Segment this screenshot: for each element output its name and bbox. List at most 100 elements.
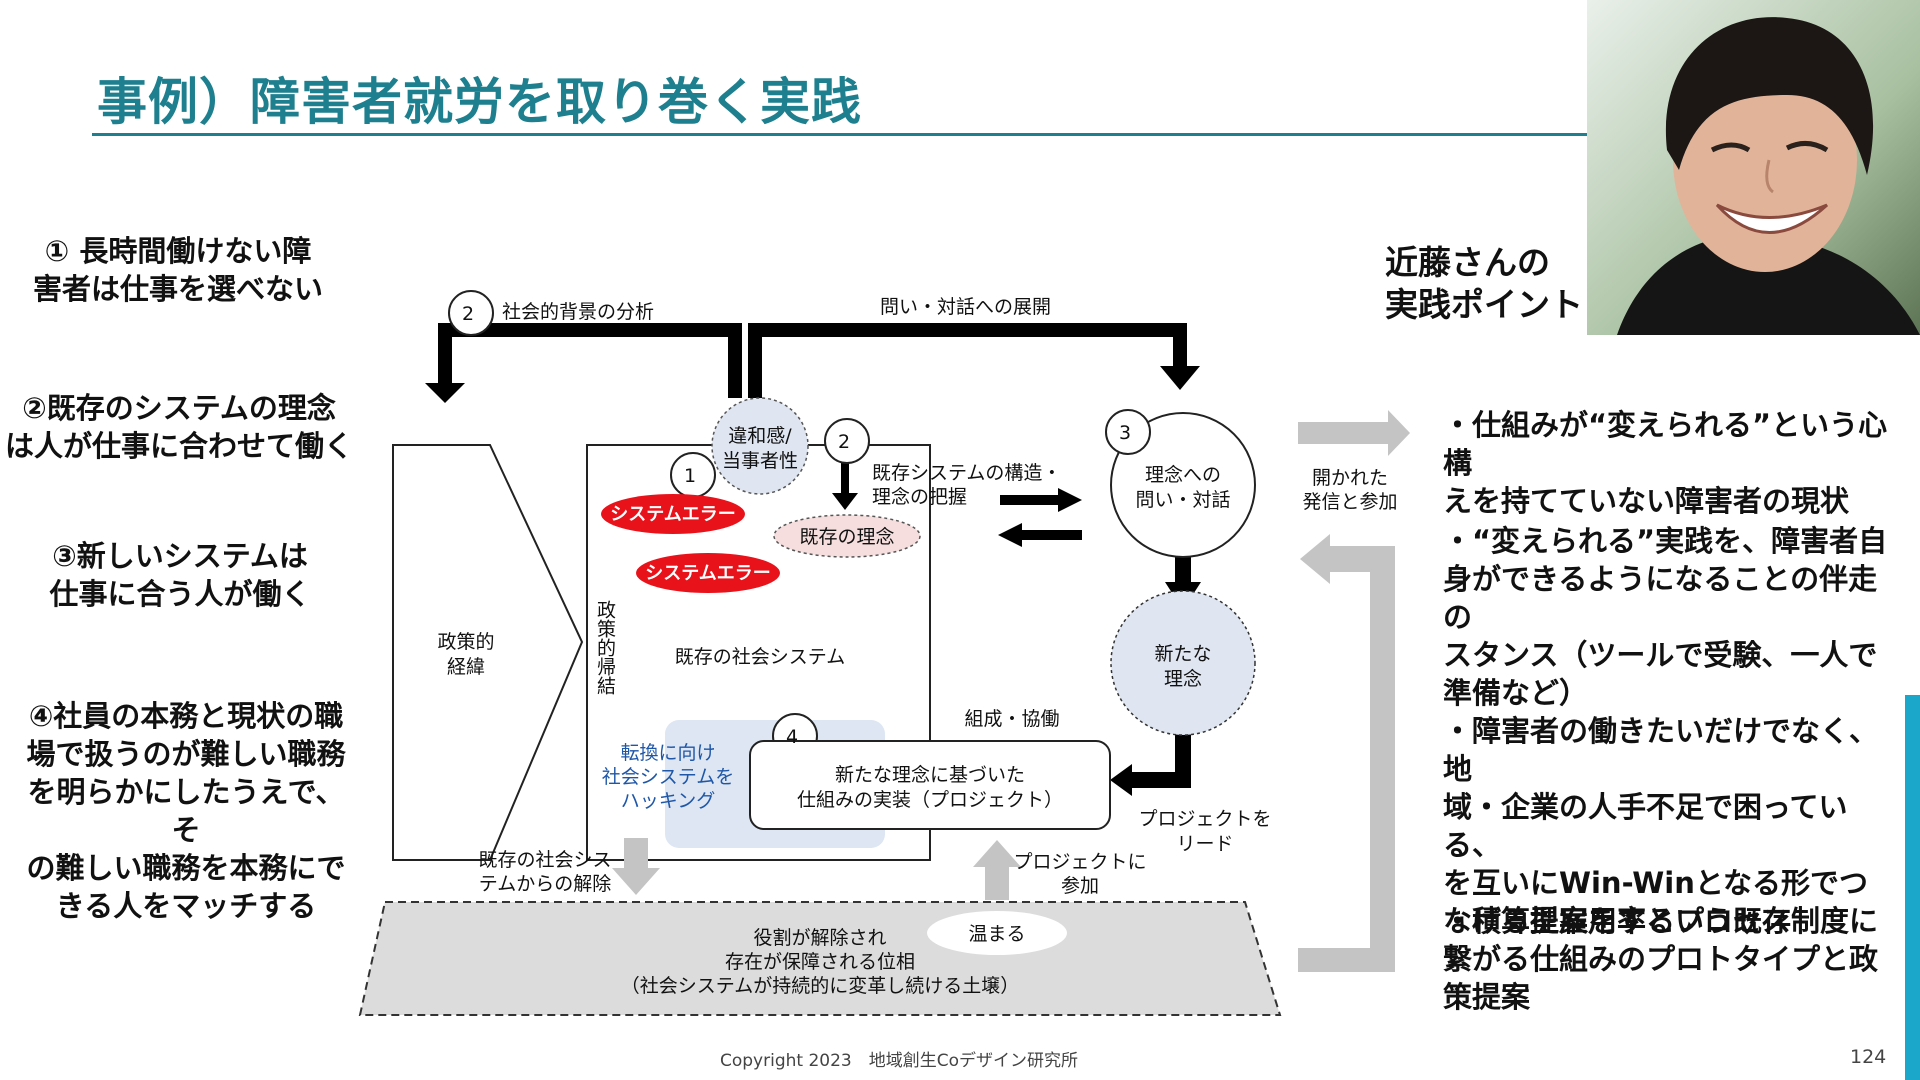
existing-social-system-label: 既存の社会システム bbox=[675, 646, 845, 668]
practice-point-line: ・“変えられる”実践を、障害者自 bbox=[1443, 524, 1888, 558]
policy-history-shape bbox=[392, 444, 584, 861]
page-title: 事例）障害者就労を取り巻く実践 bbox=[97, 73, 862, 131]
release-arrow bbox=[612, 838, 660, 895]
discomfort-label: 当事者性 bbox=[722, 450, 798, 472]
policy-history-label: 政策的 bbox=[437, 631, 494, 653]
practice-point-line: 策提案 bbox=[1443, 980, 1531, 1014]
practice-diagram: 2 1 2 3 4 社会的背景の分析 問い・対話への展開 違和感/ 当事者性 既… bbox=[358, 290, 1410, 1016]
structure-grasp-label: 既存システムの構造・ bbox=[872, 462, 1061, 484]
practice-point-line: なげる提案をするプロセス bbox=[1443, 904, 1792, 938]
left-point-4-line: を明らかにしたうえで、そ bbox=[27, 775, 345, 847]
social-background-label: 社会的背景の分析 bbox=[502, 301, 654, 323]
exchange-arrowhead-right bbox=[1058, 488, 1082, 512]
open-participation-label: 開かれた bbox=[1312, 467, 1388, 489]
practice-point-4: ・積算型雇用率という既存制度に 繋がる仕組みのプロトタイプと政 策提案 bbox=[1443, 902, 1903, 1016]
question-dialogue-circle bbox=[1110, 412, 1256, 558]
speaker-photo bbox=[1587, 0, 1920, 335]
social-background-arrowhead bbox=[425, 383, 465, 403]
practice-point-line: ・障害者の働きたいだけでなく、地 bbox=[1443, 714, 1879, 786]
number-badge bbox=[448, 290, 494, 336]
left-point-2-line: は人が仕事に合わせて働く bbox=[4, 429, 353, 463]
hacking-label: 転換に向け bbox=[620, 742, 715, 764]
practice-point-line: ・積算型雇用率という既存制度に bbox=[1443, 904, 1879, 938]
dialogue-arrowhead bbox=[1160, 366, 1200, 390]
left-point-1-line: ① 長時間働けない障 bbox=[44, 234, 312, 268]
left-point-4-line: 場で扱うのが難しい職務 bbox=[26, 737, 346, 771]
implementation-label: 仕組みの実装（プロジェクト） bbox=[797, 789, 1063, 811]
dialogue-arrow bbox=[748, 323, 1187, 398]
new-idea-label: 理念 bbox=[1164, 667, 1202, 690]
practice-point-3: ・障害者の働きたいだけでなく、地 域・企業の人手不足で困っている、 を互いにWi… bbox=[1443, 712, 1903, 940]
existing-idea-label: 既存の理念 bbox=[799, 525, 894, 548]
number-label: 4 bbox=[786, 726, 798, 748]
system-error-label: システムエラー bbox=[610, 504, 735, 525]
practice-point-line: スタンス（ツールで受験、一人で bbox=[1443, 638, 1878, 672]
practice-point-line: 繋がる仕組みのプロトタイプと政 bbox=[1443, 942, 1879, 976]
left-point-4-line: きる人をマッチする bbox=[55, 889, 317, 923]
join-project-label: 参加 bbox=[1061, 875, 1099, 897]
system-error-label: システムエラー bbox=[645, 563, 770, 584]
left-point-1-line: 害者は仕事を選べない bbox=[32, 272, 323, 306]
practice-point-line: えを持てていない障害者の現状 bbox=[1443, 484, 1850, 518]
warm-ellipse bbox=[927, 911, 1067, 955]
left-point-3: ③新しいシステムは 仕事に合う人が働く bbox=[20, 537, 340, 613]
practice-point-line: 身ができるようになることの伴走の bbox=[1443, 562, 1878, 634]
title-underline bbox=[92, 133, 1587, 136]
practice-points-title-line: 実践ポイント bbox=[1385, 285, 1583, 324]
new-idea-label: 新たな bbox=[1154, 643, 1211, 665]
collaboration-label: 組成・協働 bbox=[964, 708, 1059, 730]
practice-point-line: 準備など） bbox=[1443, 676, 1589, 710]
copyright-footer: Copyright 2023 地域創生Coデザイン研究所 bbox=[720, 1051, 1079, 1071]
open-participation-arrow-out bbox=[1298, 410, 1410, 456]
foundation-label: 役割が解除され bbox=[753, 927, 886, 949]
left-point-2-line: ②既存のシステムの理念 bbox=[22, 391, 336, 425]
lead-project-label: プロジェクトを bbox=[1138, 808, 1271, 830]
practice-points-title-line: 近藤さんの bbox=[1385, 243, 1550, 282]
number-label: 2 bbox=[838, 431, 850, 453]
idea-to-implementation-arrow bbox=[1130, 718, 1191, 788]
practice-point-1: ・仕組みが“変えられる”という心構 えを持てていない障害者の現状 bbox=[1443, 406, 1903, 520]
structure-grasp-label: 理念の把握 bbox=[872, 485, 967, 508]
left-point-3-line: ③新しいシステムは bbox=[52, 539, 308, 573]
number-label: 2 bbox=[462, 303, 474, 325]
hacking-label: 社会システムを bbox=[602, 766, 734, 788]
left-point-4-line: ④社員の本務と現状の職 bbox=[28, 699, 344, 733]
number-label: 3 bbox=[1119, 422, 1131, 444]
existing-idea-ellipse bbox=[773, 514, 921, 558]
release-label: 既存の社会シス bbox=[478, 849, 611, 871]
question-dialogue-label: 理念への bbox=[1145, 463, 1221, 486]
foundation-label: 存在が保障される位相 bbox=[725, 951, 915, 973]
new-idea-circle bbox=[1110, 590, 1256, 736]
number-badge bbox=[824, 418, 870, 464]
warm-label: 温まる bbox=[968, 923, 1025, 945]
hacking-label: ハッキング bbox=[621, 790, 715, 812]
grasp-arrowhead bbox=[832, 493, 858, 510]
page-number: 124 bbox=[1850, 1046, 1887, 1068]
policy-history-label: 経緯 bbox=[447, 656, 485, 678]
join-project-arrow bbox=[973, 840, 1021, 900]
practice-point-2: ・“変えられる”実践を、障害者自 身ができるようになることの伴走の スタンス（ツ… bbox=[1443, 522, 1903, 712]
number-label: 1 bbox=[684, 465, 696, 487]
practice-point-line: 域・企業の人手不足で困っている、 bbox=[1443, 790, 1848, 862]
implementation-box bbox=[749, 740, 1111, 830]
system-error-badge bbox=[636, 553, 780, 593]
system-error-badge bbox=[601, 494, 745, 534]
implementation-label: 新たな理念に基づいた bbox=[835, 763, 1025, 786]
policy-outcome-label: 政策的帰結 bbox=[594, 600, 616, 695]
discomfort-label: 違和感/ bbox=[728, 425, 792, 447]
discomfort-circle bbox=[711, 397, 809, 495]
left-point-3-line: 仕事に合う人が働く bbox=[49, 577, 311, 611]
social-background-arrow bbox=[438, 323, 742, 398]
lead-project-label: リード bbox=[1176, 833, 1233, 855]
foundation-label: （社会システムが持続的に変革し続ける土壌） bbox=[621, 975, 1019, 997]
left-point-1: ① 長時間働けない障 害者は仕事を選べない bbox=[18, 232, 338, 308]
left-point-4-line: の難しい職務を本務にで bbox=[26, 851, 346, 885]
exchange-arrowhead-left bbox=[998, 523, 1022, 547]
left-point-2: ②既存のシステムの理念 は人が仕事に合わせて働く bbox=[0, 389, 358, 465]
open-participation-arrow-in bbox=[1298, 534, 1395, 972]
number-badge bbox=[1105, 409, 1151, 455]
accent-side-bar bbox=[1905, 695, 1920, 1080]
idea-to-implementation-arrowhead bbox=[1110, 764, 1132, 796]
question-dialogue-label: 問い・対話 bbox=[1135, 489, 1230, 511]
left-point-4: ④社員の本務と現状の職 場で扱うのが難しい職務 を明らかにしたうえで、そ の難し… bbox=[16, 697, 356, 925]
